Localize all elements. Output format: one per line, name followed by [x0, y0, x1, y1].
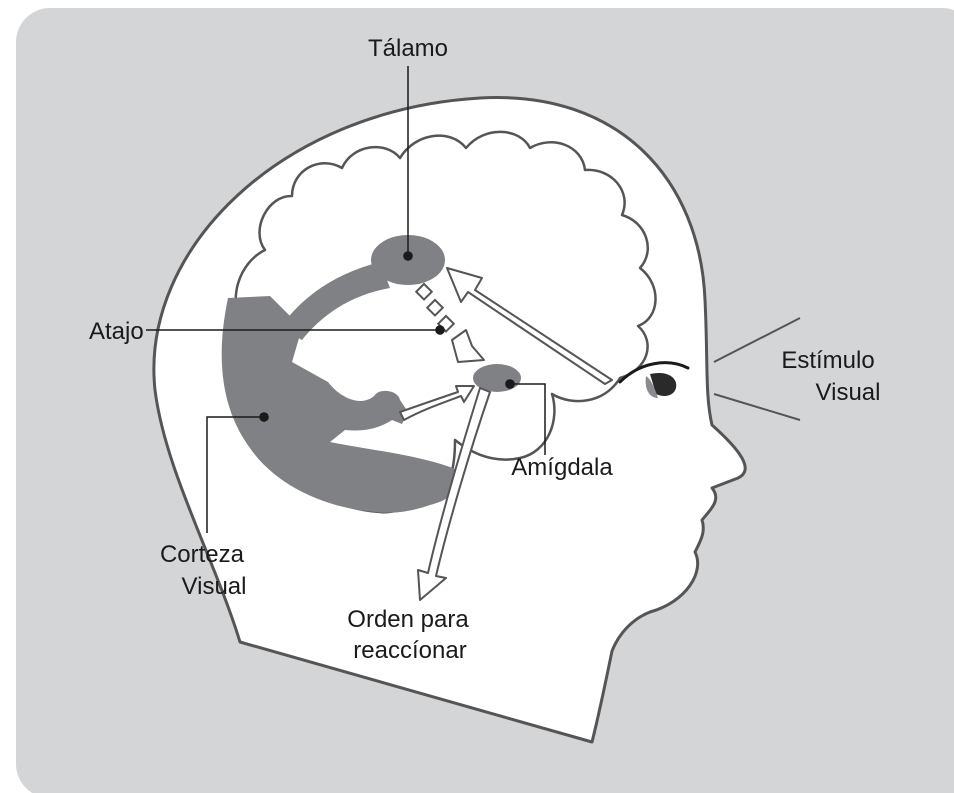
label-estimulo-line1: Estímulo — [781, 347, 874, 374]
label-orden-line2: reaccíonar — [353, 637, 466, 664]
label-amigdala: Amígdala — [511, 454, 613, 481]
label-talamo: Tálamo — [368, 35, 448, 62]
label-orden-line1: Orden para — [347, 606, 469, 633]
label-atajo: Atajo — [89, 318, 144, 345]
label-corteza-line2: Visual — [182, 573, 247, 600]
label-corteza-line1: Corteza — [160, 541, 245, 568]
label-estimulo-line2: Visual — [816, 379, 881, 406]
